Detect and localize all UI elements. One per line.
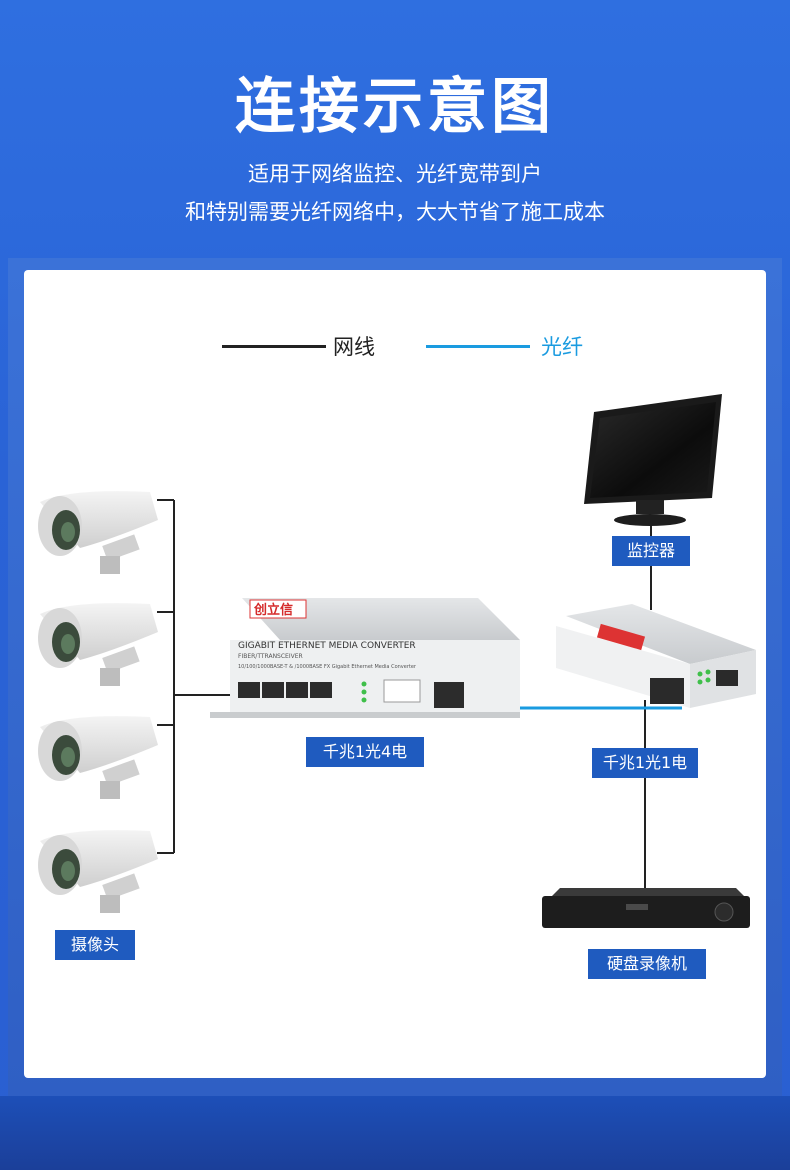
page-title: 连接示意图 xyxy=(235,72,555,142)
subtitle-line-1: 适用于网络监控、光纤宽带到户 xyxy=(248,162,542,186)
camera-2-icon xyxy=(38,603,158,686)
camera-4-icon xyxy=(38,830,158,913)
legend-cable-line xyxy=(222,345,326,348)
monitor-label: 监控器 xyxy=(612,536,690,566)
brand-left-text: 创立信 xyxy=(253,602,293,618)
camera-1-icon xyxy=(38,491,158,574)
subtitle-line-2: 和特别需要光纤网络中，大大节省了施工成本 xyxy=(185,200,605,224)
converter-front-text: GIGABIT ETHERNET MEDIA CONVERTER xyxy=(238,641,416,651)
legend-cable-label: 网线 xyxy=(333,335,375,359)
legend-fiber-label: 光纤 xyxy=(541,335,583,359)
converter-spec-text: 10/100/1000BASE-T & /1000BASE FX Gigabit… xyxy=(238,664,417,670)
camera-3-icon xyxy=(38,716,158,799)
converter-sub-text: FIBER/TTRANSCEIVER xyxy=(238,653,303,660)
converter-1f4e-icon xyxy=(210,598,520,718)
converter-left-label: 千兆1光4电 xyxy=(306,737,424,767)
monitor-icon xyxy=(584,394,722,526)
legend-fiber-line xyxy=(426,345,530,348)
camera-label: 摄像头 xyxy=(55,930,135,960)
nvr-icon xyxy=(542,888,750,928)
bottom-band xyxy=(0,1096,790,1170)
nvr-label: 硬盘录像机 xyxy=(588,949,706,979)
converter-1f1e-icon xyxy=(556,604,756,708)
converter-right-label: 千兆1光1电 xyxy=(592,748,698,778)
